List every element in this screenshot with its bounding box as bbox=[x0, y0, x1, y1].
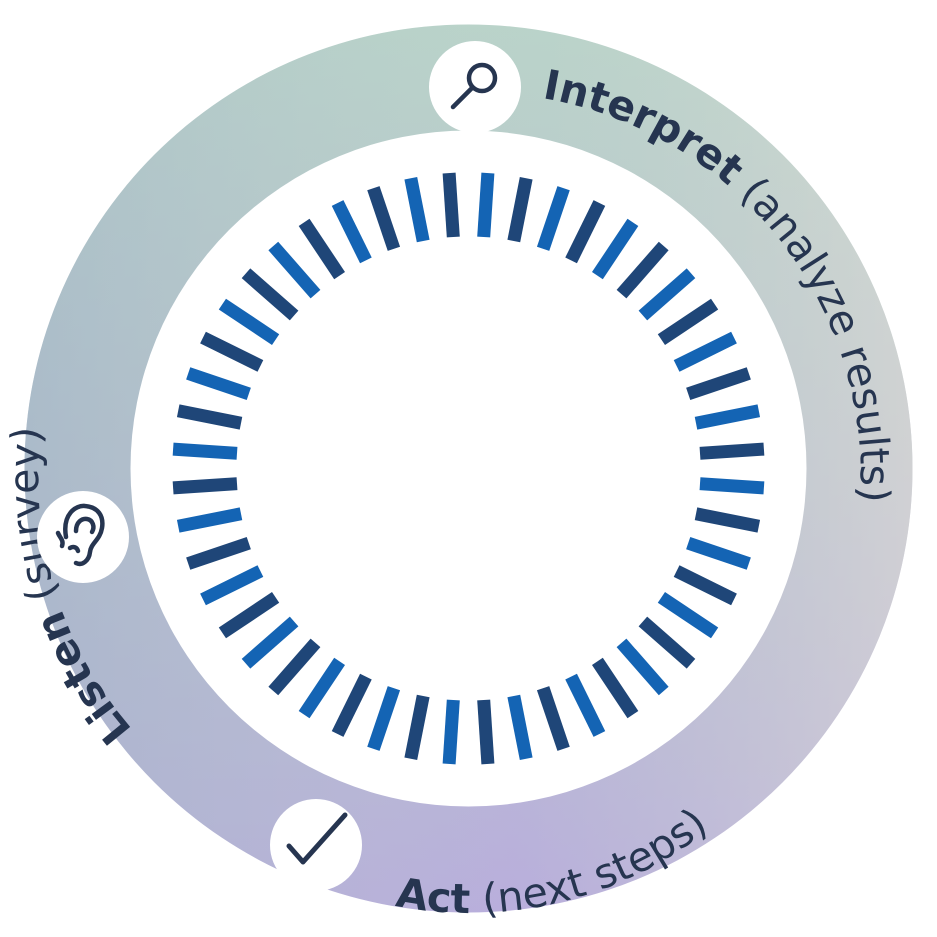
dash-46 bbox=[694, 404, 761, 430]
dash-32 bbox=[331, 200, 372, 264]
dash-9 bbox=[536, 686, 570, 751]
dash-33 bbox=[367, 186, 401, 251]
dash-8 bbox=[565, 673, 606, 737]
dash-17 bbox=[268, 638, 321, 696]
dash-47 bbox=[699, 442, 765, 460]
dash-25 bbox=[176, 404, 243, 430]
dash-34 bbox=[404, 176, 430, 243]
inner-disc bbox=[130, 130, 807, 807]
dash-40 bbox=[591, 218, 639, 280]
dash-28 bbox=[218, 298, 280, 346]
dash-16 bbox=[298, 657, 346, 719]
dash-27 bbox=[200, 331, 264, 372]
dash-42 bbox=[638, 268, 696, 321]
dash-41 bbox=[616, 241, 669, 299]
dash-11 bbox=[477, 699, 495, 765]
dash-35 bbox=[442, 172, 460, 238]
dash-29 bbox=[241, 268, 299, 321]
ear-icon-badge bbox=[37, 491, 129, 583]
dash-ring bbox=[172, 172, 765, 765]
dash-21 bbox=[186, 536, 251, 570]
dash-30 bbox=[268, 241, 321, 299]
dash-20 bbox=[200, 565, 264, 606]
dash-26 bbox=[186, 367, 251, 401]
dash-14 bbox=[367, 686, 401, 751]
ear-icon bbox=[55, 503, 105, 567]
dash-5 bbox=[638, 616, 696, 669]
dash-18 bbox=[241, 616, 299, 669]
dash-1 bbox=[694, 507, 761, 533]
magnifier-icon-badge bbox=[429, 41, 521, 133]
dash-38 bbox=[536, 186, 570, 251]
dash-7 bbox=[591, 657, 639, 719]
dash-2 bbox=[686, 536, 751, 570]
dash-44 bbox=[673, 331, 737, 372]
magnifier-icon bbox=[450, 62, 498, 110]
dash-24 bbox=[172, 442, 238, 460]
checkmark-icon-badge bbox=[270, 799, 362, 891]
dash-4 bbox=[657, 591, 719, 639]
dash-36 bbox=[477, 172, 495, 238]
dash-37 bbox=[507, 176, 533, 243]
dash-23 bbox=[172, 477, 238, 495]
ear-icon-circle bbox=[37, 491, 129, 583]
dash-45 bbox=[686, 367, 751, 401]
dash-39 bbox=[565, 200, 606, 264]
dash-3 bbox=[673, 565, 737, 606]
dash-12 bbox=[442, 699, 460, 765]
dash-19 bbox=[218, 591, 280, 639]
checkmark-icon bbox=[286, 812, 348, 865]
dash-15 bbox=[331, 673, 372, 737]
dash-0 bbox=[699, 477, 765, 495]
dash-22 bbox=[176, 507, 243, 533]
dash-13 bbox=[404, 694, 430, 761]
dash-10 bbox=[507, 694, 533, 761]
dash-6 bbox=[616, 638, 669, 696]
dash-43 bbox=[657, 298, 719, 346]
act-label-bold: Act bbox=[393, 868, 471, 923]
dash-31 bbox=[298, 218, 346, 280]
